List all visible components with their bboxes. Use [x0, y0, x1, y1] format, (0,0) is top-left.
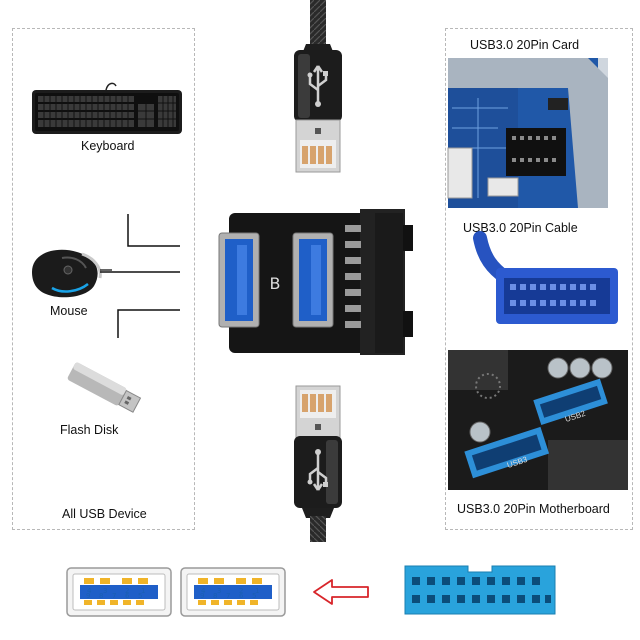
left-arrow-icon	[313, 579, 369, 605]
bottom-usb-cable	[294, 385, 342, 542]
board-marking: B	[270, 274, 281, 293]
port2-digit-6: 6	[239, 592, 244, 600]
devices-panel	[12, 28, 195, 530]
motherboard-label: USB3.0 20Pin Motherboard	[457, 502, 610, 516]
port2-digit-2: 2	[239, 587, 243, 595]
usb-port-diagram-2: 4 3 2 1 9 8 7 6 5	[180, 567, 286, 617]
port2-digit-7: 7	[226, 592, 230, 600]
port1-digit-3: 3	[103, 587, 107, 595]
port1-digit-2: 2	[125, 587, 129, 595]
usb-port-diagram-1: 4 3 2 1 9 8 7 6 5	[66, 567, 172, 617]
keyboard-label: Keyboard	[81, 139, 135, 153]
port1-digit-7: 7	[112, 592, 116, 600]
20pin-header-diagram	[404, 565, 556, 615]
port1-digit-9: 9	[86, 592, 90, 600]
mouse-image	[32, 249, 112, 298]
port1-digit-5: 5	[138, 592, 142, 600]
port1-digit-6: 6	[125, 592, 130, 600]
usb-cable-image	[473, 231, 618, 324]
port2-digit-8: 8	[213, 592, 217, 600]
motherboard-image: USB3 USB2	[448, 350, 628, 490]
port2-digit-9: 9	[200, 592, 204, 600]
flash-disk-label: Flash Disk	[60, 423, 119, 437]
card-label: USB3.0 20Pin Card	[470, 38, 580, 52]
mouse-label: Mouse	[50, 304, 88, 318]
flash-disk-image	[67, 362, 142, 413]
port2-digit-4: 4	[201, 587, 206, 595]
top-usb-cable	[294, 0, 342, 173]
header-panel	[445, 28, 633, 530]
usb-card-image	[447, 58, 608, 208]
cable-label: USB3.0 20Pin Cable	[463, 221, 578, 235]
port2-digit-3: 3	[217, 587, 221, 595]
port2-digit-1: 1	[255, 587, 259, 595]
all-usb-device-label: All USB Device	[62, 507, 147, 521]
port1-digit-1: 1	[141, 587, 145, 595]
port2-digit-5: 5	[252, 592, 256, 600]
port1-digit-8: 8	[99, 592, 103, 600]
keyboard-image	[32, 82, 182, 134]
port1-digit-4: 4	[87, 587, 92, 595]
usb-header-adapter: B	[218, 209, 413, 355]
connector-lines	[100, 214, 180, 338]
